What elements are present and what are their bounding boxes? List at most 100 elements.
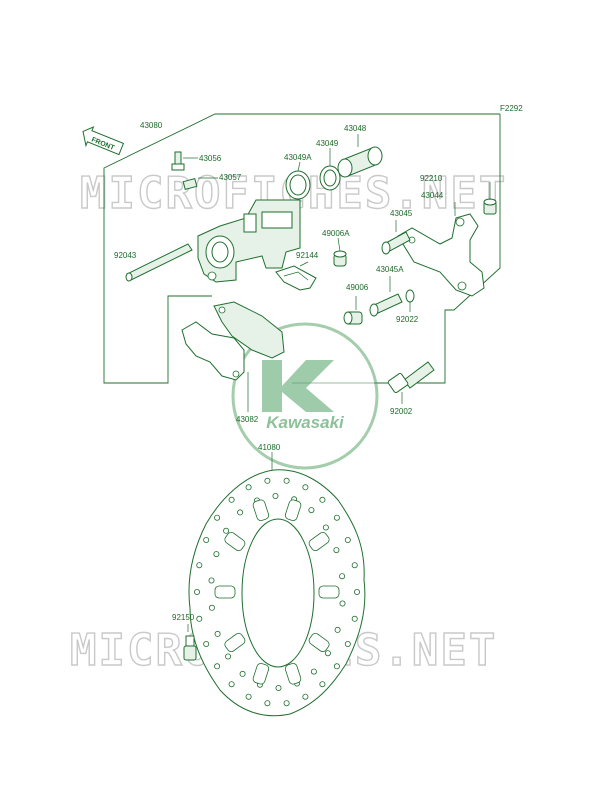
disc-hole: [339, 573, 346, 580]
disc-hole: [322, 524, 329, 531]
pin-92043: [125, 243, 193, 282]
front-arrow-icon: FRONT: [82, 126, 125, 156]
disc-hole: [264, 477, 271, 484]
disc-slot: [224, 632, 246, 653]
slide-pin-43045: [381, 220, 411, 255]
bolt-92002: [387, 361, 435, 404]
disc-hole: [333, 514, 340, 521]
disc-hole: [214, 630, 221, 637]
disc-hole: [214, 514, 221, 521]
part-43049: 43049: [316, 139, 339, 148]
disc-hole: [339, 600, 346, 607]
disc-hole: [245, 484, 252, 491]
boot-49006A: [333, 237, 347, 267]
part-41080: 41080: [258, 443, 281, 452]
part-43080: 43080: [140, 121, 163, 130]
part-92144: 92144: [296, 251, 319, 260]
disc-slot: [214, 585, 236, 599]
slide-pin-43045A: [369, 276, 403, 317]
disc-slot: [284, 663, 302, 685]
brake-pads: [181, 301, 285, 412]
disc-hole: [324, 650, 331, 657]
disc-slot: [252, 499, 270, 521]
disc-hole: [237, 509, 244, 516]
disc-hole: [333, 547, 340, 554]
disc-slot: [308, 632, 330, 653]
disc-hole: [302, 484, 309, 491]
diagram-code: F2292: [500, 104, 523, 113]
part-92210: 92210: [420, 174, 443, 183]
disc-hole: [344, 641, 351, 648]
disc-hole: [193, 589, 200, 596]
disc-slots: [214, 499, 340, 685]
part-43048: 43048: [344, 124, 367, 133]
disc-hole: [283, 477, 290, 484]
pad-spring-92144: [275, 261, 317, 291]
part-92002: 92002: [390, 407, 413, 416]
disc-holes: [193, 477, 360, 707]
caliper-body: [197, 199, 301, 283]
seal-43049: [319, 148, 341, 191]
part-43045A: 43045A: [376, 265, 404, 274]
part-92150: 92150: [172, 613, 195, 622]
disc-bolt-92150: [183, 624, 197, 661]
part-43057: 43057: [219, 173, 242, 182]
disc-hole: [196, 562, 203, 569]
brand-name: Kawasaki: [266, 413, 345, 432]
ring-92022: [405, 289, 415, 312]
disc-hole: [308, 507, 315, 514]
disc-hole: [310, 668, 317, 675]
disc-hole: [264, 700, 271, 707]
part-43056: 43056: [199, 154, 222, 163]
disc-hole: [272, 492, 279, 499]
brake-disc: [188, 452, 366, 717]
caliper-bracket: [397, 202, 485, 297]
disc-hole: [223, 527, 230, 534]
disc-hole: [319, 681, 326, 688]
disc-hole: [353, 589, 360, 596]
disc-hole: [302, 693, 309, 700]
disc-hole: [245, 693, 252, 700]
disc-hole: [228, 681, 235, 688]
disc-hole: [203, 537, 210, 544]
disc-hole: [228, 496, 235, 503]
disc-hole: [351, 562, 358, 569]
part-43082: 43082: [236, 415, 259, 424]
disc-hole: [208, 577, 215, 584]
disc-slot: [284, 499, 302, 521]
disc-slot: [224, 531, 246, 552]
part-43044: 43044: [421, 191, 444, 200]
boot-49006: [343, 296, 363, 325]
piston-43048: [337, 134, 383, 178]
part-92022: 92022: [396, 315, 419, 324]
disc-hole: [351, 615, 358, 622]
disc-hole: [208, 604, 215, 611]
seal-43049A: [285, 161, 311, 200]
assembly-frame: [103, 113, 501, 384]
disc-hole: [213, 551, 220, 558]
disc-hole: [214, 663, 221, 670]
bleeder-cap: [182, 177, 218, 191]
part-43049A: 43049A: [284, 153, 312, 162]
disc-hole: [225, 653, 232, 660]
bushing-92210: [483, 182, 497, 215]
part-43045: 43045: [390, 209, 413, 218]
bleeder-valve: [171, 151, 198, 171]
disc-slot: [308, 531, 330, 552]
part-49006A: 49006A: [322, 229, 350, 238]
disc-slot: [318, 585, 340, 599]
disc-hole: [239, 670, 246, 677]
disc-slot: [252, 663, 270, 685]
part-92043: 92043: [114, 251, 137, 260]
kawasaki-logo: Kawasaki: [231, 322, 379, 470]
disc-hole: [334, 626, 341, 633]
disc-hole: [275, 685, 282, 692]
disc-hole: [344, 537, 351, 544]
part-49006: 49006: [346, 283, 369, 292]
disc-hole: [283, 700, 290, 707]
disc-hole: [319, 496, 326, 503]
disc-hole: [333, 663, 340, 670]
disc-hole: [196, 615, 203, 622]
disc-hole: [203, 641, 210, 648]
